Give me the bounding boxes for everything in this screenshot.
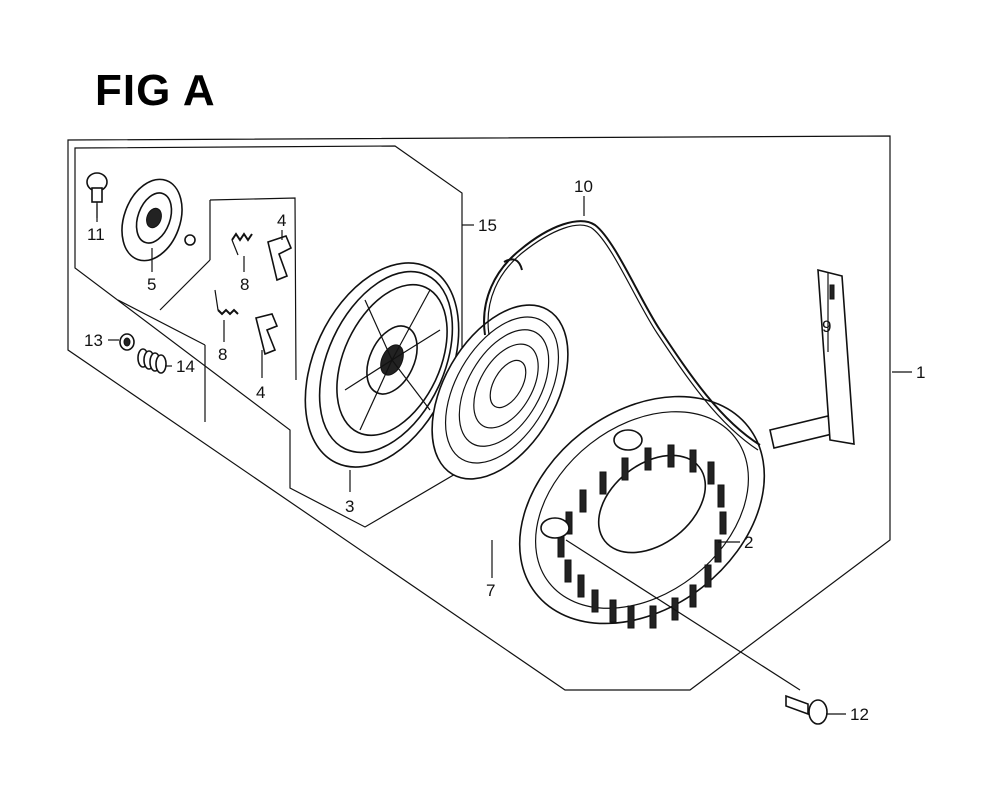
- handle-9: [769, 268, 855, 449]
- callout-11: 11: [87, 225, 105, 244]
- washer-13: [119, 333, 135, 351]
- pawl-4-upper: [267, 235, 293, 282]
- callout-3: 3: [345, 497, 354, 516]
- callout-14: 14: [176, 357, 195, 376]
- assembly-1-boundary: [67, 135, 891, 691]
- rope-10: [483, 220, 761, 451]
- subassembly-15-boundary: [74, 145, 463, 528]
- callout-5: 5: [147, 275, 156, 294]
- callout-15: 15: [478, 216, 497, 235]
- spring-14: [137, 348, 167, 374]
- callout-4-upper: 4: [277, 211, 286, 230]
- callout-2: 2: [744, 533, 753, 552]
- callout-7: 7: [486, 581, 495, 600]
- ratchet-5: [121, 178, 196, 262]
- callout-9: 9: [822, 317, 831, 336]
- starter-case-2: [518, 395, 766, 629]
- callout-10: 10: [574, 177, 593, 196]
- spiral-spring-7: [431, 258, 569, 480]
- pawl-kit-boundary: [209, 197, 297, 381]
- callout-1: 1: [916, 363, 925, 382]
- spring-8-lower: [214, 289, 239, 316]
- callout-4-lower: 4: [256, 383, 265, 402]
- figure-title: FIG A: [95, 66, 216, 115]
- callout-8-lower: 8: [218, 345, 227, 364]
- callout-8-upper: 8: [240, 275, 249, 294]
- leader-lines: [96, 196, 912, 715]
- callout-13: 13: [84, 331, 103, 350]
- callout-12: 12: [850, 705, 869, 724]
- flange-bolt-12: [785, 694, 828, 725]
- pawl-4-lower: [255, 313, 279, 356]
- spring-8-upper: [231, 232, 253, 256]
